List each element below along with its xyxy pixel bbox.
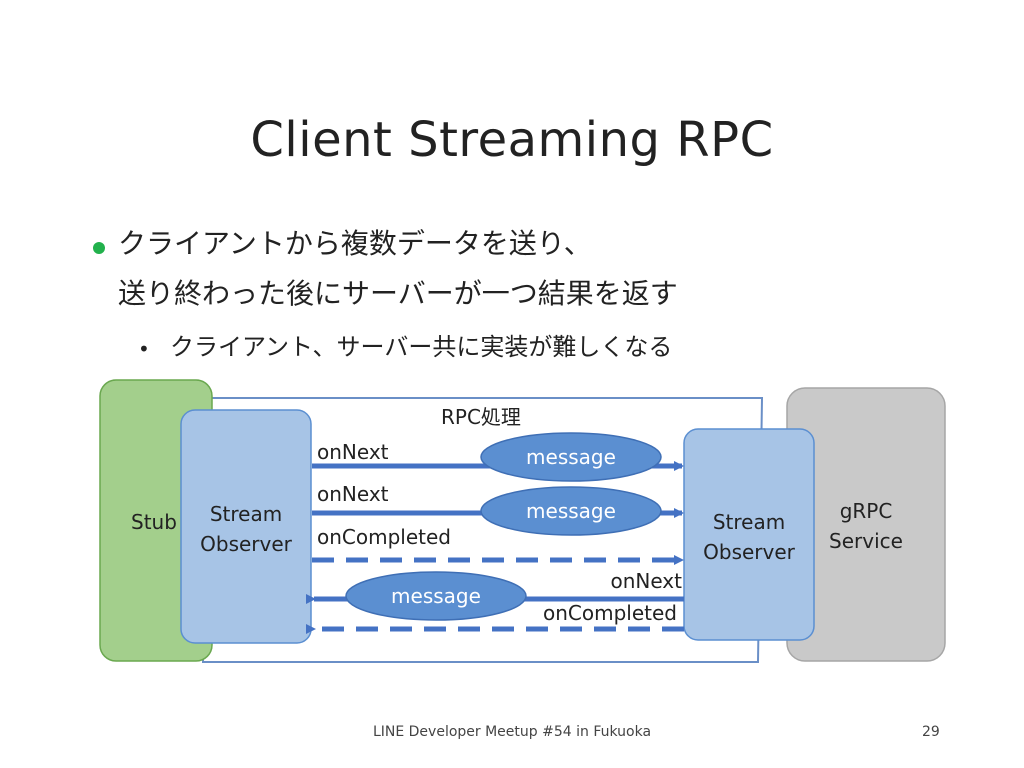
- sub-bullet-marker: •: [138, 337, 150, 361]
- on-completed-label-server: onCompleted: [543, 601, 677, 625]
- on-next-label-1: onNext: [317, 440, 389, 464]
- footer-text: LINE Developer Meetup #54 in Fukuoka: [372, 724, 652, 740]
- server-stream-observer: [683, 428, 815, 641]
- on-next-label-2: onNext: [317, 482, 389, 506]
- bullet-line-2: 送り終わった後にサーバーが一つ結果を返す: [118, 277, 678, 310]
- message-ellipse-2: [480, 486, 662, 536]
- sub-bullet-text: クライアント、サーバー共に実装が難しくなる: [170, 333, 673, 361]
- service-label-line-1: gRPC: [840, 499, 893, 523]
- client-stream-observer: [180, 409, 312, 644]
- on-completed-label-client: onCompleted: [317, 525, 451, 549]
- message-label-1: message: [526, 445, 616, 469]
- bullet-line-1: クライアントから複数データを送り、: [118, 227, 592, 260]
- message-ellipse-3: [345, 571, 527, 621]
- client-observer-label-line-2: Observer: [200, 532, 293, 556]
- bullet-marker: [93, 242, 105, 254]
- service-label-line-2: Service: [829, 529, 903, 553]
- server-observer-label-line-1: Stream: [713, 510, 785, 534]
- on-next-label-server: onNext: [610, 569, 682, 593]
- page-number: 29: [922, 724, 940, 740]
- message-label-3: message: [391, 584, 481, 608]
- server-observer-label-line-2: Observer: [703, 540, 796, 564]
- message-ellipse-1: [480, 432, 662, 482]
- message-label-2: message: [526, 499, 616, 523]
- stub-label: Stub: [131, 510, 177, 534]
- slide-title: Client Streaming RPC: [250, 112, 774, 168]
- client-observer-label-line-1: Stream: [210, 502, 282, 526]
- rpc-processing-label: RPC処理: [441, 405, 521, 429]
